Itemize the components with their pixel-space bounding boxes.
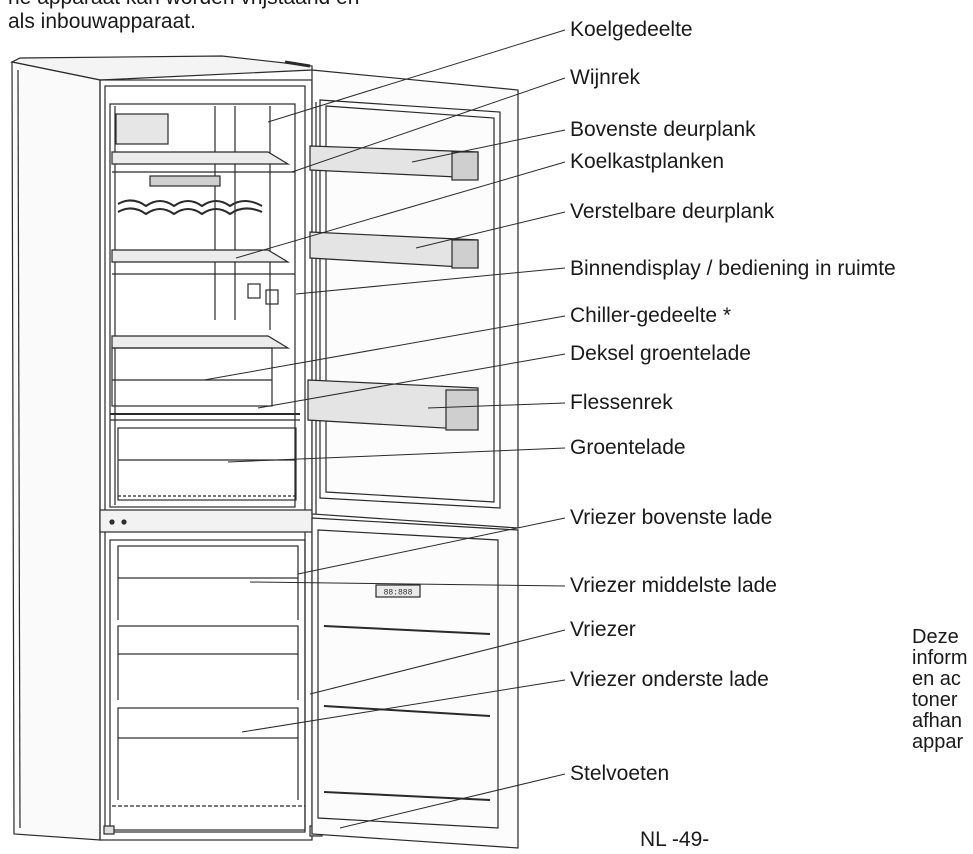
label-vriezer-bovenste-lade: Vriezer bovenste lade (570, 506, 772, 529)
leader-line-vriezer-middelste-lade (249, 581, 566, 587)
leader-line-wijnrek (291, 77, 566, 173)
label-vriezer: Vriezer (570, 618, 636, 641)
leader-lines (203, 29, 566, 829)
label-binnendisplay: Binnendisplay / bediening in ruimte (570, 257, 896, 280)
side-note-line: afhan (912, 710, 963, 732)
leader-line-stelvoeten (339, 773, 566, 829)
label-stelvoeten: Stelvoeten (570, 762, 669, 785)
label-flessenrek: Flessenrek (570, 391, 673, 414)
leader-line-verstelbare-deurplank (415, 211, 566, 249)
leader-line-binnendisplay (295, 267, 566, 295)
leader-line-bovenste-deurplank (411, 129, 566, 163)
leader-line-koelkastplanken (235, 161, 566, 259)
freezer-display-text: 88:888 (384, 589, 413, 598)
leader-line-vriezer-bovenste-lade (297, 517, 566, 575)
fridge-drawing (10, 55, 519, 849)
leader-line-groentelade (227, 447, 566, 463)
page-number: NL -49- (640, 828, 710, 851)
label-groentelade: Groentelade (570, 436, 686, 459)
leader-line-vriezer (309, 629, 566, 695)
label-koelkastplanken: Koelkastplanken (570, 150, 724, 173)
leader-line-chiller-gedeelte (203, 315, 566, 381)
label-koelgedeelte: Koelgedeelte (570, 18, 693, 41)
side-note-line: appar (912, 731, 964, 753)
label-vriezer-middelste-lade: Vriezer middelste lade (570, 574, 777, 597)
leader-line-koelgedeelte (267, 29, 566, 123)
leader-line-deksel-groentelade (257, 353, 566, 409)
label-wijnrek: Wijnrek (570, 66, 641, 89)
label-chiller-gedeelte: Chiller-gedeelte * (570, 304, 731, 327)
side-note-line: en ac (912, 668, 961, 690)
side-note: Deze inform en ac toner afhan appar (912, 627, 968, 753)
side-note-line: inform (912, 647, 968, 669)
side-note-line: toner (912, 689, 958, 711)
label-vriezer-onderste-lade: Vriezer onderste lade (570, 668, 769, 691)
intro-line-2: als inbouwapparaat. (8, 10, 196, 33)
intro-line-1: he apparaat kan worden vrijstaand en (8, 0, 359, 10)
label-deksel-groentelade: Deksel groentelade (570, 342, 751, 365)
label-verstelbare-deurplank: Verstelbare deurplank (570, 200, 775, 223)
leader-line-vriezer-onderste-lade (241, 679, 566, 733)
intro-text: he apparaat kan worden vrijstaand en als… (8, 0, 359, 48)
leader-line-flessenrek (427, 402, 566, 409)
side-note-line: Deze (912, 626, 959, 648)
label-bovenste-deurplank: Bovenste deurplank (570, 118, 756, 141)
